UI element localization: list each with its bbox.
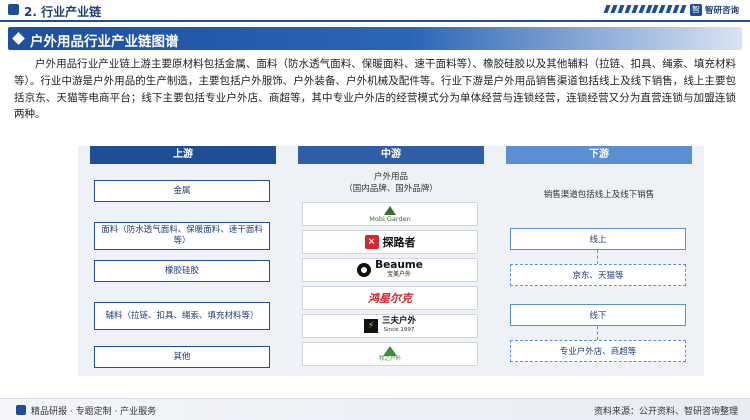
downstream-column: 下游 销售渠道包括线上及线下销售 线上 京东、天猫等 线下 专业户外店、商超等 [494,146,704,376]
midstream-label: 户外用品 [373,172,408,182]
top-header: 2. 行业产业链 智 智研咨询 [0,0,750,22]
page-title: 户外用品行业产业链图谱 [30,34,179,50]
brand-logo-box: 鸿星尔克 [302,286,478,310]
intro-paragraph: 户外用品行业产业链上游主要原材料包括金属、面料（防水透气面料、保暖面料、速干面料… [14,58,736,121]
brand-name: 智研咨询 [705,6,740,16]
footer-tagline: 精品研报 · 专题定制 · 产业服务 [31,407,157,417]
upstream-item: 面料（防水透气面料、保暖面料、速干面料等） [94,222,270,250]
section-title: 2. 行业产业链 [24,5,102,19]
upstream-item: 其他 [94,346,270,368]
midstream-column: 中游 户外用品 （国内品牌、国外品牌） Mobi Garden ⨯ 探路者 Be… [286,146,496,376]
brand-logo-box: 牧之户外 [302,342,478,366]
footer-source: 资料来源：公开资料、智研咨询整理 [593,407,738,417]
brand-logo-box: Mobi Garden [302,202,478,226]
downstream-label: 销售渠道包括线上及线下销售 [543,190,655,200]
upstream-item: 金属 [94,180,270,202]
sanfu-logo: ⚡ 三夫户外 Since 1997 [363,317,416,335]
online-channel: 线上 [510,228,686,250]
offline-channel: 线下 [510,304,686,326]
decorative-stripes [603,5,687,13]
zhiyan-logo-icon: 智 [690,4,702,16]
brand-logo-box: Beaume 宝美户外 [302,258,478,282]
upstream-item: 辅料（拉链、扣具、绳索、填充材料等） [94,302,270,330]
offline-detail: 专业户外店、商超等 [510,340,686,362]
brand: 智 智研咨询 [690,4,739,16]
upstream-column: 上游 金属 面料（防水透气面料、保暖面料、速干面料等） 橡胶硅胶 辅料（拉链、扣… [78,146,288,376]
connector [597,326,598,340]
midstream-header: 中游 [298,146,484,164]
footer: 精品研报 · 专题定制 · 产业服务 资料来源：公开资料、智研咨询整理 [0,398,750,420]
header-rule [0,20,750,22]
downstream-header: 下游 [506,146,692,164]
brand-logo-box: ⨯ 探路者 [302,230,478,254]
toread-logo: ⨯ 探路者 [364,234,416,250]
online-detail: 京东、天猫等 [510,264,686,286]
erke-logo: 鸿星尔克 [368,292,412,305]
diamond-icon [12,32,25,45]
title-banner: 户外用品行业产业链图谱 [8,27,742,50]
upstream-item: 橡胶硅胶 [94,260,270,282]
beaume-logo: Beaume 宝美户外 [357,260,423,280]
mobi-garden-logo: Mobi Garden [369,205,411,223]
connector [597,250,598,264]
upstream-header: 上游 [90,146,276,164]
section-icon [8,4,19,15]
midstream-sublabel: （国内品牌、国外品牌） [344,184,438,194]
footer-logo-icon [16,405,26,415]
muzhi-logo: 牧之户外 [379,345,401,363]
brand-logo-box: ⚡ 三夫户外 Since 1997 [302,314,478,338]
